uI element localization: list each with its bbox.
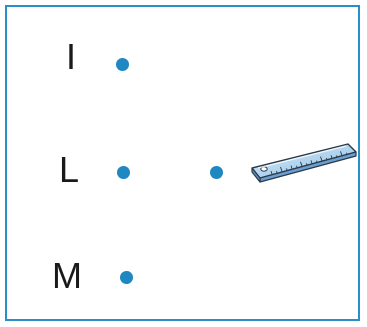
dot-m[interactable] xyxy=(120,271,133,284)
letter-l: L xyxy=(59,152,79,188)
letter-i: I xyxy=(66,39,76,75)
ruler-icon xyxy=(244,138,360,190)
dot-i[interactable] xyxy=(116,58,129,71)
dot-l[interactable] xyxy=(117,166,130,179)
dot-ruler[interactable] xyxy=(210,166,223,179)
letter-m: M xyxy=(52,258,82,294)
ruler-picture xyxy=(244,138,360,190)
